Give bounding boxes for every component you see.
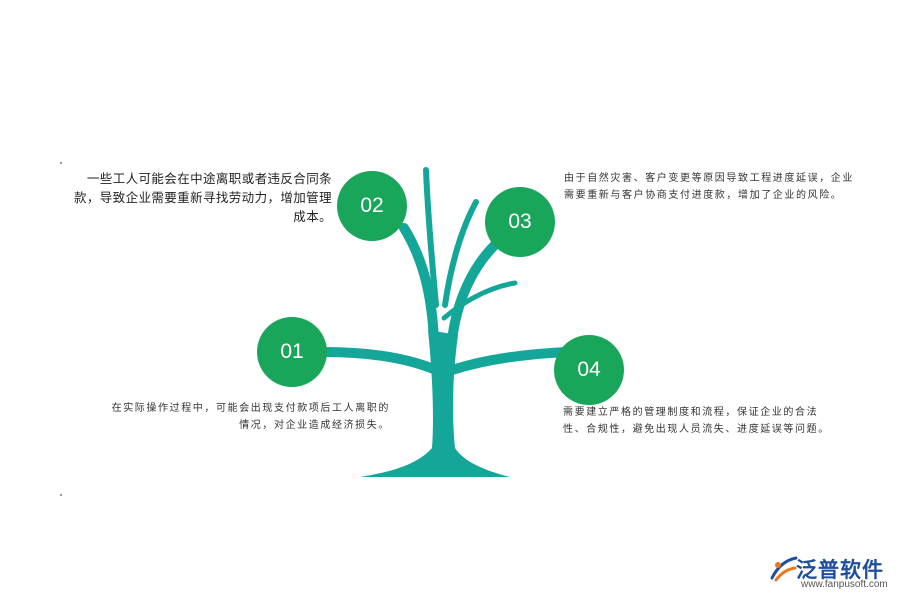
node-01: 01 — [257, 317, 327, 387]
node-03: 03 — [485, 187, 555, 257]
node-02-text: 一些工人可能会在中途离职或者违反合同条款，导致企业需要重新寻找劳动力，增加管理成… — [73, 171, 332, 224]
branch-02 — [399, 223, 439, 345]
branch-top-left — [423, 167, 439, 308]
node-04-text: 需要建立严格的管理制度和流程，保证企业的合法性、合规性，避免出现人员流失、进度延… — [563, 407, 830, 435]
fanpu-logo-icon — [770, 556, 798, 582]
branch-04 — [447, 347, 571, 375]
marker-dot — [60, 494, 62, 496]
node-02-label: 02 — [360, 194, 384, 217]
branch-top-right — [442, 199, 479, 308]
node-03-label: 03 — [508, 210, 532, 233]
branch-01 — [319, 347, 441, 375]
logo-name: 泛普软件 — [796, 558, 884, 582]
logo-url: www.fanpusoft.com — [801, 579, 888, 590]
branch-03 — [447, 237, 503, 345]
marker-dot — [60, 162, 62, 164]
brand-logo: 泛普软件 www.fanpusoft.com — [768, 552, 894, 592]
node-04-label: 04 — [577, 358, 601, 381]
node-01-text: 在实际操作过程中，可能会出现支付款项后工人离职的情况，对企业造成经济损失。 — [111, 403, 390, 431]
branch-small — [441, 280, 518, 321]
node-04: 04 — [554, 335, 624, 405]
tree-trunk — [360, 330, 510, 477]
node-02: 02 — [337, 171, 407, 241]
node-01-label: 01 — [280, 340, 304, 363]
node-03-text: 由于自然灾害、客户变更等原因导致工程进度延误，企业需要重新与客户协商支付进度款，… — [564, 173, 854, 201]
